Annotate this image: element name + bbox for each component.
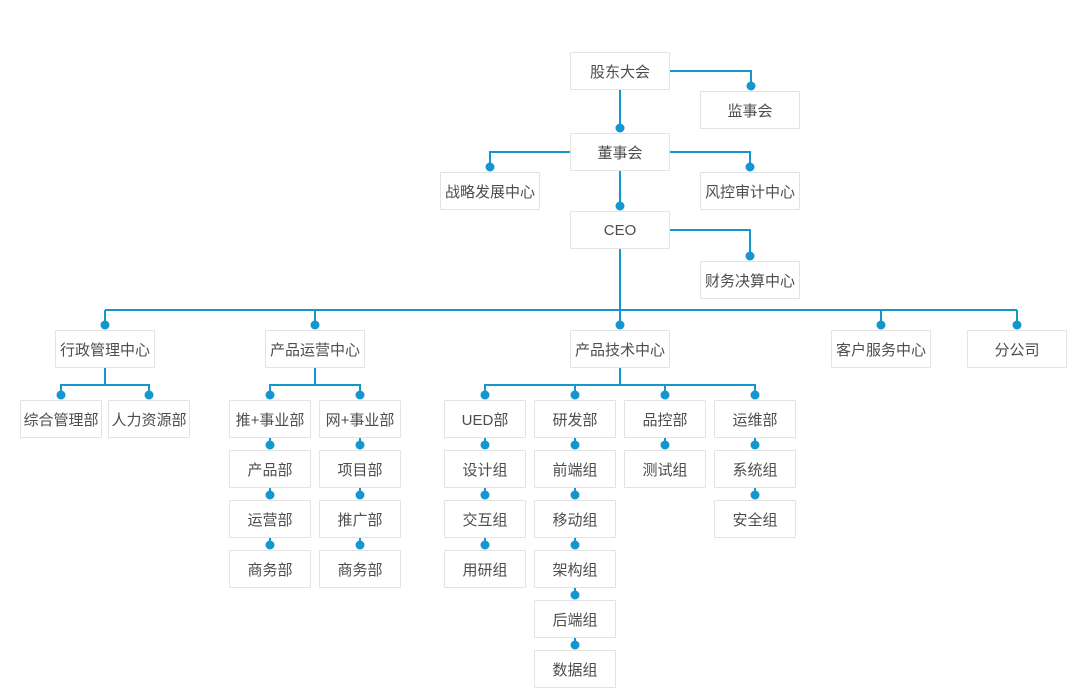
org-node-hr-dept: 人力资源部	[108, 400, 190, 438]
org-node-admin-mgmt-center: 行政管理中心	[55, 330, 155, 368]
org-node-system-team: 系统组	[714, 450, 796, 488]
org-node-operation-dept: 运营部	[229, 500, 311, 538]
org-node-branch-company: 分公司	[967, 330, 1067, 368]
org-node-promotion-dept: 推广部	[319, 500, 401, 538]
org-node-qc-dept: 品控部	[624, 400, 706, 438]
org-node-project-dept: 项目部	[319, 450, 401, 488]
org-node-finance-settle-center: 财务决算中心	[700, 261, 800, 299]
org-node-rd-dept: 研发部	[534, 400, 616, 438]
org-node-test-team: 测试组	[624, 450, 706, 488]
org-node-general-mgmt-dept: 综合管理部	[20, 400, 102, 438]
org-node-shareholders-meeting: 股东大会	[570, 52, 670, 90]
org-node-ops-dept: 运维部	[714, 400, 796, 438]
org-node-data-team: 数据组	[534, 650, 616, 688]
org-node-board-of-directors: 董事会	[570, 133, 670, 171]
org-node-supervisory-board: 监事会	[700, 91, 800, 129]
org-node-customer-service-center: 客户服务中心	[831, 330, 931, 368]
org-node-backend-team: 后端组	[534, 600, 616, 638]
org-node-risk-audit-center: 风控审计中心	[700, 172, 800, 210]
org-node-strategy-dev-center: 战略发展中心	[440, 172, 540, 210]
org-node-wang-business-dept: 网+事业部	[319, 400, 401, 438]
org-node-business-dept-wang: 商务部	[319, 550, 401, 588]
org-node-product-dept: 产品部	[229, 450, 311, 488]
org-node-ceo: CEO	[570, 211, 670, 249]
org-node-tui-business-dept: 推+事业部	[229, 400, 311, 438]
org-node-mobile-team: 移动组	[534, 500, 616, 538]
org-node-business-dept-tui: 商务部	[229, 550, 311, 588]
org-node-frontend-team: 前端组	[534, 450, 616, 488]
org-node-product-tech-center: 产品技术中心	[570, 330, 670, 368]
org-node-design-team: 设计组	[444, 450, 526, 488]
org-node-architecture-team: 架构组	[534, 550, 616, 588]
org-node-product-ops-center: 产品运营中心	[265, 330, 365, 368]
org-node-security-team: 安全组	[714, 500, 796, 538]
org-node-interaction-team: 交互组	[444, 500, 526, 538]
org-node-user-research-team: 用研组	[444, 550, 526, 588]
org-node-ued-dept: UED部	[444, 400, 526, 438]
